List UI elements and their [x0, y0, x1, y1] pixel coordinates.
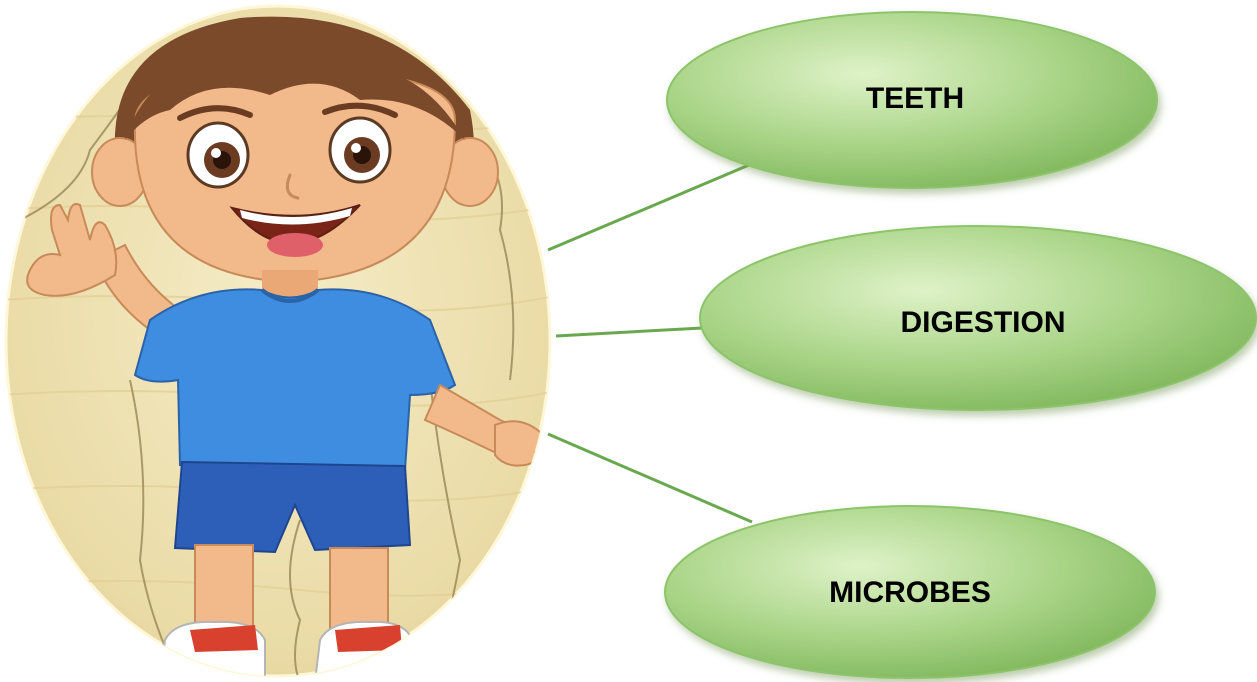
boy-illustration	[0, 6, 560, 682]
node-teeth-label: TEETH	[866, 82, 964, 115]
node-microbes-label: MICROBES	[829, 576, 991, 609]
node-digestion: DIGESTION	[700, 226, 1256, 410]
node-microbes: MICROBES	[665, 506, 1155, 678]
node-digestion-label: DIGESTION	[900, 306, 1065, 339]
connector-digestion	[556, 328, 702, 336]
node-teeth: TEETH	[667, 12, 1157, 188]
connector-teeth	[548, 162, 756, 250]
connector-microbes	[548, 434, 752, 522]
